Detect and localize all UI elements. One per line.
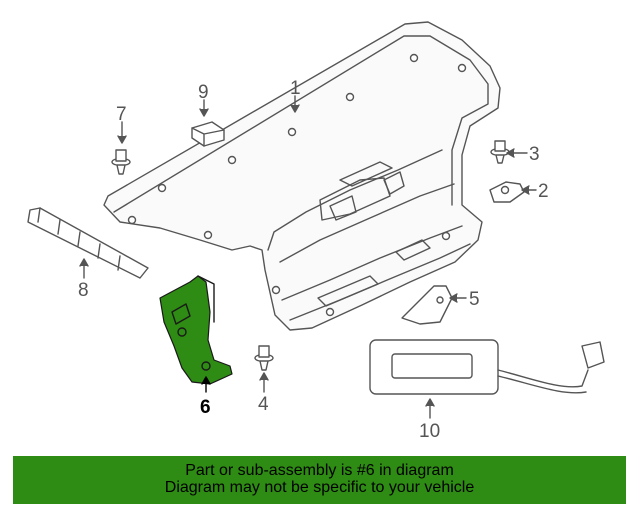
part-2-bracket	[489, 181, 525, 203]
parts-diagram: 1 2 3 4 5 6 7 8 9 10	[27, 21, 605, 442]
trunk-lid-trim-panel	[103, 21, 501, 331]
leader-lines	[79, 95, 537, 419]
part-10-lamp-assembly	[369, 339, 605, 395]
banner-line-1: Part or sub-assembly is #6 in diagram	[185, 462, 454, 479]
callout-1: 1	[290, 78, 301, 99]
callout-2: 2	[538, 181, 549, 202]
callout-10: 10	[419, 421, 440, 442]
callout-3: 3	[529, 144, 540, 165]
callout-4: 4	[258, 394, 269, 415]
info-banner: Part or sub-assembly is #6 in diagram Di…	[13, 456, 626, 504]
part-4-clip	[254, 345, 274, 371]
part-9-block	[191, 121, 225, 147]
callout-5: 5	[469, 289, 480, 310]
callout-9: 9	[198, 82, 209, 103]
callout-8: 8	[78, 280, 89, 301]
part-5-lamp	[401, 285, 453, 325]
banner-line-2: Diagram may not be specific to your vehi…	[164, 479, 475, 496]
part-7-clip	[111, 149, 131, 175]
callout-7: 7	[116, 104, 127, 125]
part-3-clip	[490, 140, 510, 164]
callout-6: 6	[200, 397, 211, 418]
part-8-molding	[27, 207, 149, 279]
part-6-bracket-highlighted	[159, 275, 233, 385]
